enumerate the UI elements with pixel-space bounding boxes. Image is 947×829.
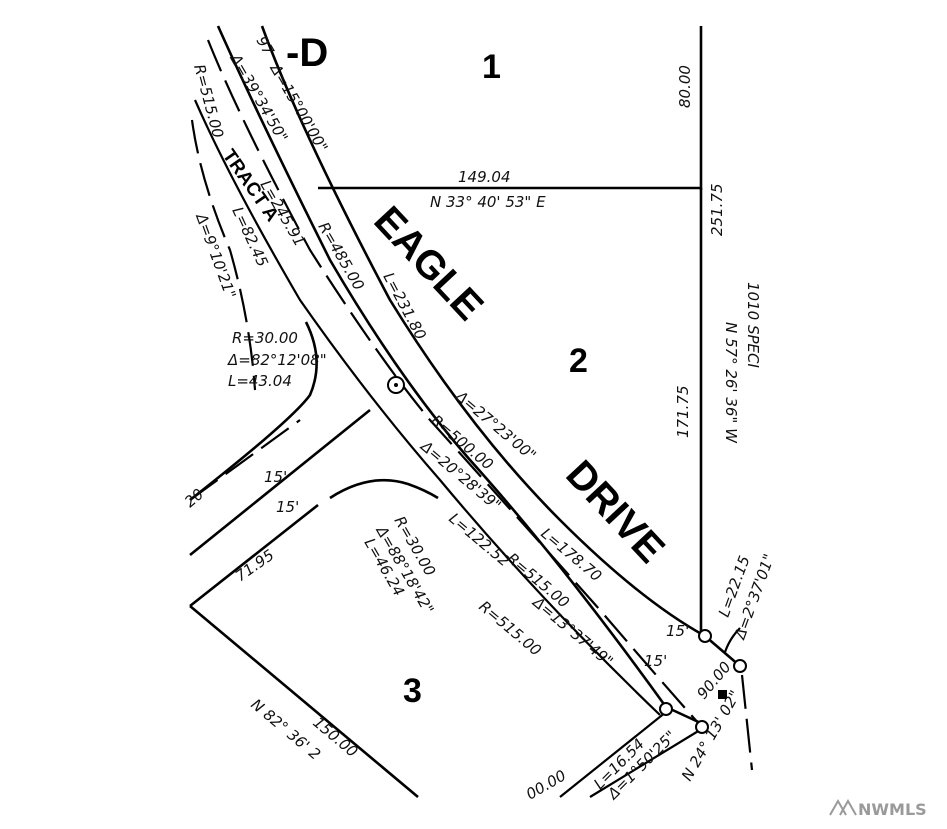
width-15-a: 15' [264,468,287,486]
monument-marker [733,659,747,673]
lot-3-south-line-b [589,729,701,798]
monument-marker [698,629,712,643]
radius-r30-a: R=30.00 [232,329,298,347]
width-15-d: 15' [644,652,667,670]
dim-71: 71.95 [232,546,278,585]
bearing-n24: N 24° 13' 02" [678,687,744,784]
radius-r485: R=485.00 [315,219,368,293]
tract-a-dashed-edge [190,119,257,391]
curve-r30-lower [329,478,439,500]
lot-3-north-line [189,503,319,608]
eagle-drive-inner-edge [216,25,668,708]
monument-square [718,690,727,699]
monument-marker [659,702,673,716]
width-15-b: 15' [276,498,299,516]
lot-3-west-line [189,605,419,798]
east-dash [740,674,754,771]
nwmls-logo-icon [829,798,857,816]
watermark-text: NWMLS [858,800,927,819]
dim-80: 80.00 [676,65,694,108]
road-name-fragment: -D [286,31,328,75]
eagle-drive-far-edge [193,99,661,716]
side-note: 1010 SPECI [744,282,762,368]
bearing-n57: N 57° 26' 36" W [722,322,740,444]
tract-connector-upper [189,408,371,557]
arc-l122: L=122.52 [445,509,513,570]
delta-82: Δ=82°12'08" [227,351,327,369]
lot-number-2: 2 [569,342,588,380]
bearing-n33: N 33° 40' 53" E [430,193,546,211]
road-name-eagle: EAGLE [365,198,491,329]
width-15-c: 15' [666,622,689,640]
lot-number-1: 1 [482,48,501,86]
monument-center [394,383,398,387]
dim-171: 171.75 [674,386,692,439]
eagle-drive-north-edge [260,25,706,638]
dim-149: 149.04 [458,168,511,186]
dim-251: 251.75 [708,184,726,237]
dim-bottom-00: 00.00 [523,766,569,803]
eagle-drive-centerline [206,39,701,726]
pointer-arrow [723,627,741,653]
nwmls-watermark: NWMLS [829,798,927,819]
monument-marker [695,720,709,734]
tract-connector-dash [189,419,301,501]
lot-number-3: 3 [403,672,422,710]
curve-r30-upper [189,321,318,502]
right-of-way-end [704,635,741,667]
arc-l43: L=43.04 [228,372,292,390]
lot-3-south-line [559,711,667,798]
delta-13: Δ=13°37'49" [529,593,617,671]
